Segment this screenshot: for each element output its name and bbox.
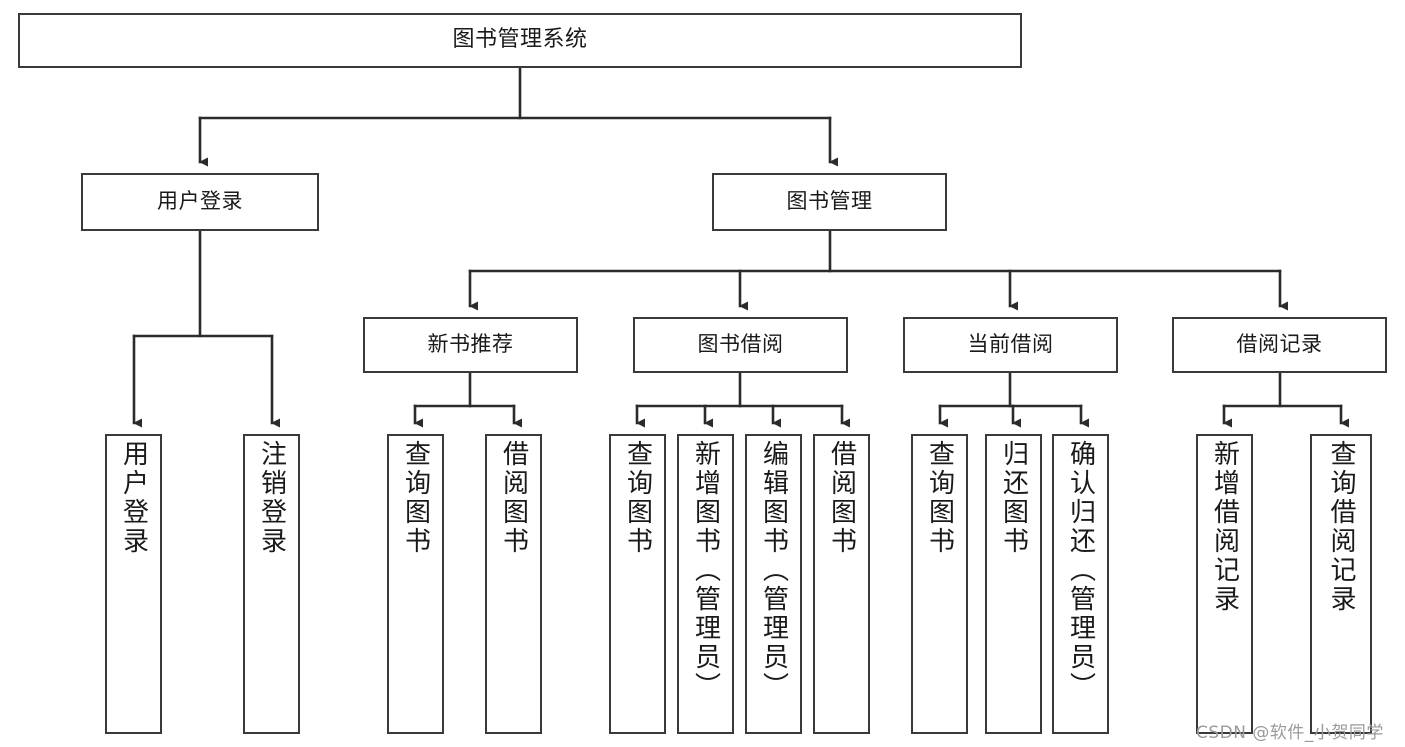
node-leaf-borrow-borrow-book[interactable]: 借阅图书 xyxy=(813,434,870,734)
node-label: 查询图书 xyxy=(400,440,431,556)
node-leaf-current-query-book[interactable]: 查询图书 xyxy=(911,434,968,734)
node-label: 注销登录 xyxy=(256,440,287,556)
node-label: 图书借阅 xyxy=(697,332,784,357)
node-leaf-user-login[interactable]: 用户登录 xyxy=(105,434,162,734)
node-label: 借阅图书 xyxy=(498,440,529,556)
node-current-borrow[interactable]: 当前借阅 xyxy=(903,317,1118,373)
node-label: 确认归还（管理员） xyxy=(1065,440,1096,701)
node-label: 当前借阅 xyxy=(967,332,1054,357)
node-label: 查询图书 xyxy=(924,440,955,556)
node-label: 编辑图书（管理员） xyxy=(758,440,789,701)
node-leaf-borrow-edit-book[interactable]: 编辑图书（管理员） xyxy=(745,434,802,734)
node-label: 用户登录 xyxy=(118,440,149,556)
node-leaf-record-query[interactable]: 查询借阅记录 xyxy=(1310,434,1372,734)
node-label: 新增借阅记录 xyxy=(1209,440,1240,614)
node-label: 新书推荐 xyxy=(427,332,514,357)
node-label: 借阅图书 xyxy=(826,440,857,556)
node-label: 借阅记录 xyxy=(1236,332,1323,357)
node-leaf-borrow-query-book[interactable]: 查询图书 xyxy=(609,434,666,734)
node-leaf-logout[interactable]: 注销登录 xyxy=(243,434,300,734)
node-label: 查询图书 xyxy=(622,440,653,556)
node-book-manage[interactable]: 图书管理 xyxy=(712,173,947,231)
node-label: 查询借阅记录 xyxy=(1326,440,1356,614)
node-label: 图书管理系统 xyxy=(452,27,588,53)
node-label: 图书管理 xyxy=(786,189,873,214)
node-new-book-recommend[interactable]: 新书推荐 xyxy=(363,317,578,373)
node-label: 新增图书（管理员） xyxy=(690,440,721,701)
node-leaf-current-return-book[interactable]: 归还图书 xyxy=(985,434,1042,734)
watermark-text: CSDN @软件_小贺同学 xyxy=(1196,723,1384,743)
node-root-system[interactable]: 图书管理系统 xyxy=(18,13,1022,68)
node-leaf-recommend-query-book[interactable]: 查询图书 xyxy=(387,434,444,734)
node-leaf-current-confirm-return[interactable]: 确认归还（管理员） xyxy=(1052,434,1109,734)
node-book-borrow[interactable]: 图书借阅 xyxy=(633,317,848,373)
node-user-login[interactable]: 用户登录 xyxy=(81,173,319,231)
node-leaf-borrow-add-book[interactable]: 新增图书（管理员） xyxy=(677,434,734,734)
node-leaf-recommend-borrow-book[interactable]: 借阅图书 xyxy=(485,434,542,734)
node-leaf-record-add[interactable]: 新增借阅记录 xyxy=(1196,434,1253,734)
node-borrow-record[interactable]: 借阅记录 xyxy=(1172,317,1387,373)
node-label: 用户登录 xyxy=(157,189,243,214)
node-label: 归还图书 xyxy=(998,440,1029,556)
